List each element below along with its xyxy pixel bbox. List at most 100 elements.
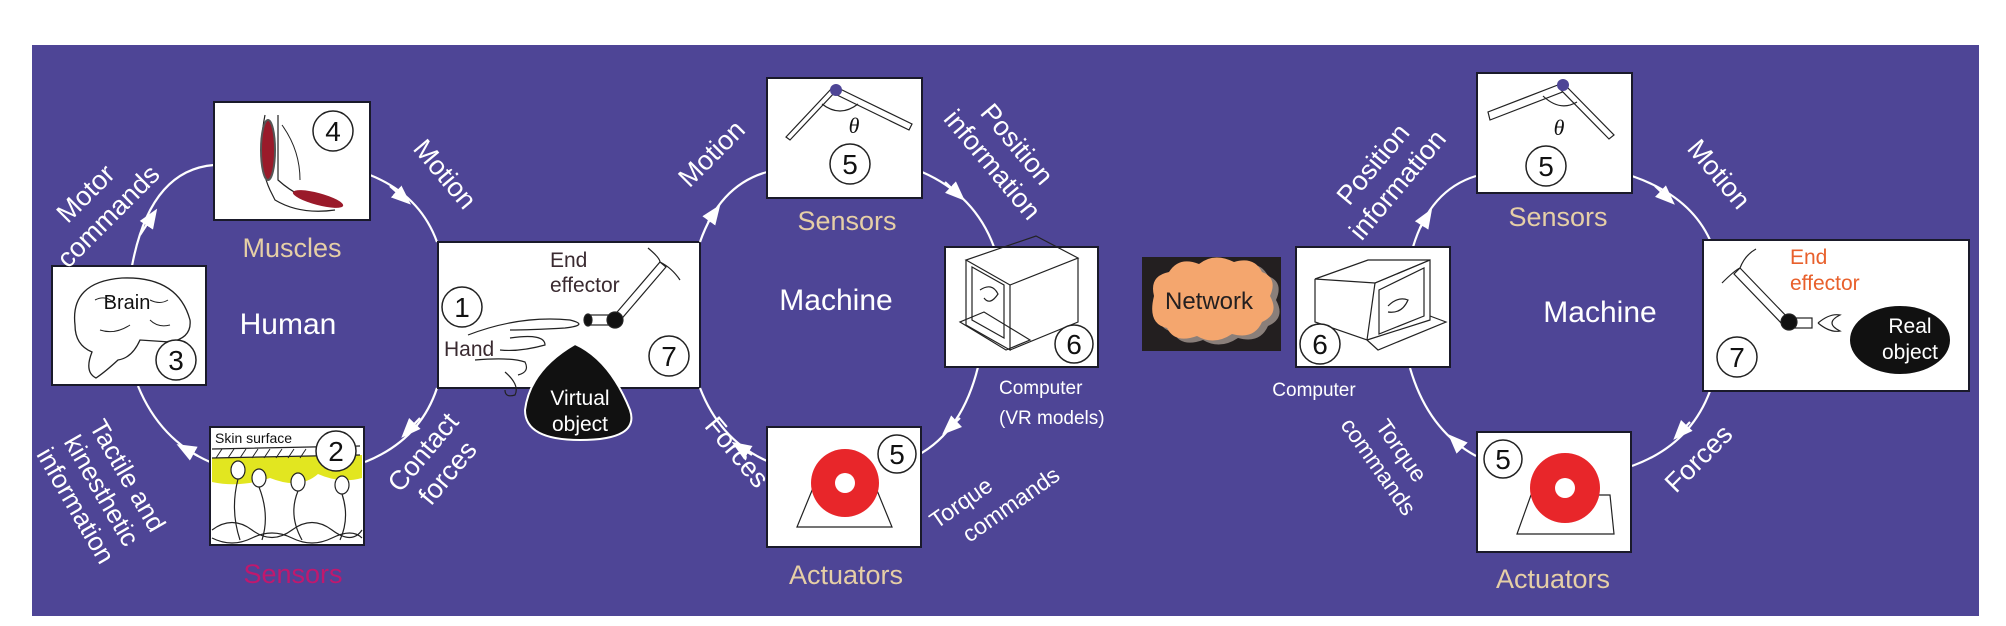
torque-commands-right-label: Torque commands	[1336, 413, 1433, 520]
svg-text:Forces: Forces	[1659, 419, 1739, 499]
arc-torque-commands-right	[1408, 367, 1477, 457]
stage-number-5-badge	[829, 143, 871, 185]
motion-machine-label: Motion	[672, 114, 751, 193]
arrow-forces-right	[1673, 420, 1693, 440]
real-actuators-stage: 5 Actuators	[1476, 431, 1632, 594]
stage-number-5-actuator-right: 5	[1495, 444, 1511, 475]
virtual-object-label-2: object	[552, 413, 608, 436]
stage-number-6: 6	[1066, 329, 1082, 360]
network-label: Network	[1165, 288, 1254, 315]
stage-number-4: 4	[325, 116, 341, 147]
vr-computer-label-1: Computer	[999, 378, 1083, 399]
computer-icon	[958, 235, 1080, 352]
arc-motion-right	[1631, 174, 1712, 241]
motion-human-label: Motion	[407, 134, 482, 215]
vr-actuators-stage: 5 Actuators	[766, 426, 922, 590]
cloud-icon	[1152, 257, 1274, 341]
svg-text:Forces: Forces	[699, 411, 775, 494]
motor-icon-right	[1516, 453, 1615, 535]
robot-arm-icon	[1721, 248, 1842, 332]
interface-end-effector-label-1: End	[550, 249, 587, 272]
network-node: Network	[1142, 257, 1281, 351]
hand-label: Hand	[444, 338, 494, 361]
stage-number-6-badge	[1054, 324, 1094, 364]
stage-number-4-badge	[312, 110, 354, 152]
stage-number-6-right-badge	[1299, 323, 1341, 365]
stage-number-1-badge	[441, 286, 483, 328]
stage-number-6-right: 6	[1312, 329, 1328, 360]
machine-loop-real: 6 Computer θ 5 Sensors	[1272, 72, 1970, 594]
stage-number-5-actuator-badge	[877, 434, 917, 474]
end-effector-icon	[583, 247, 681, 329]
vr-actuators-label: Actuators	[789, 560, 903, 590]
arrow-forces-machine	[731, 441, 753, 460]
stage-number-3: 3	[168, 345, 184, 376]
muscles-stage: 4 Muscles	[213, 101, 371, 263]
skin-surface-label: Skin surface	[215, 430, 292, 446]
real-actuators-label: Actuators	[1496, 564, 1610, 594]
brain-stage: Brain 3	[51, 265, 207, 386]
tactile-info-label: Tactile and kinesthetic information	[31, 414, 172, 569]
vr-sensors-label: Sensors	[797, 206, 896, 236]
human-loop: 4 Muscles Brain 3	[31, 101, 483, 589]
real-object-label-1: Real	[1888, 315, 1931, 338]
arrow-position-info-right	[1414, 208, 1433, 230]
svg-text:Motion: Motion	[407, 134, 482, 215]
joint-angle-icon-right	[1487, 79, 1615, 140]
real-object-shape	[1850, 306, 1950, 374]
hand-icon	[467, 318, 580, 397]
virtual-object-blob	[523, 342, 633, 442]
arrow-torque-commands	[942, 415, 962, 435]
real-sensors-label: Sensors	[1508, 202, 1607, 232]
human-sensors-label: Sensors	[243, 559, 342, 589]
motor-icon	[796, 449, 893, 528]
stage-number-5-actuator-right-badge	[1483, 439, 1523, 479]
vr-computer-stage: 6 Computer (VR models)	[944, 235, 1105, 429]
torque-commands-label: Torque commands	[925, 461, 1065, 547]
real-computer-label: Computer	[1272, 380, 1356, 401]
arc-motion-human	[369, 173, 439, 243]
real-end-effector-stage: End effector Real object 7	[1702, 239, 1970, 392]
stage-number-3-badge	[155, 339, 197, 381]
arrow-motion-human	[389, 185, 411, 205]
arc-forces-machine	[698, 387, 768, 463]
svg-text:Motion: Motion	[672, 114, 751, 193]
mechanoreceptors-icon	[211, 460, 363, 544]
arc-position-info	[921, 170, 996, 248]
arrow-tactile-info	[176, 444, 199, 461]
svg-text:Motion: Motion	[1681, 134, 1756, 215]
interface-end-effector-label-2: effector	[550, 274, 620, 297]
position-info-label: Position information	[938, 98, 1059, 226]
real-end-effector-label-1: End	[1790, 246, 1827, 269]
virtual-object-label-1: Virtual	[550, 387, 609, 410]
stage-number-7-right-badge	[1716, 336, 1758, 378]
brain-label: Brain	[104, 292, 151, 314]
stage-number-5-right-badge	[1525, 145, 1567, 187]
motor-commands-label: Motor commands	[51, 159, 166, 274]
contact-forces-label: Contact forces	[382, 407, 483, 511]
skin-sensors-stage: Skin surface 2 Sensors	[209, 426, 365, 589]
real-sensors-stage: θ 5 Sensors	[1476, 72, 1633, 232]
stage-number-1: 1	[454, 292, 470, 323]
theta-symbol-right: θ	[1554, 115, 1565, 140]
arrow-motor-commands	[139, 208, 158, 236]
stage-number-2-badge	[315, 430, 357, 472]
arc-tactile-info	[136, 385, 211, 464]
position-info-right-label: Position information	[1331, 118, 1452, 246]
arrow-torque-commands-right	[1448, 434, 1468, 454]
arrow-motion-right	[1654, 185, 1675, 205]
vr-machine-center-label: Machine	[779, 284, 892, 317]
arc-motor-commands	[130, 163, 215, 267]
real-machine-center-label: Machine	[1543, 296, 1656, 329]
arrow-motion-machine	[702, 204, 721, 226]
arrow-position-info	[944, 181, 965, 201]
stage-number-7: 7	[661, 341, 677, 372]
vr-sensors-stage: θ 5 Sensors	[766, 77, 923, 236]
arc-position-info-right	[1411, 174, 1477, 248]
real-object-label-2: object	[1882, 341, 1938, 364]
forces-right-label: Forces	[1659, 419, 1739, 499]
stage-number-5-right: 5	[1538, 151, 1554, 182]
haptic-interface: 1 Hand End effector Virtual object 7	[437, 241, 701, 442]
stage-number-2: 2	[328, 436, 344, 467]
